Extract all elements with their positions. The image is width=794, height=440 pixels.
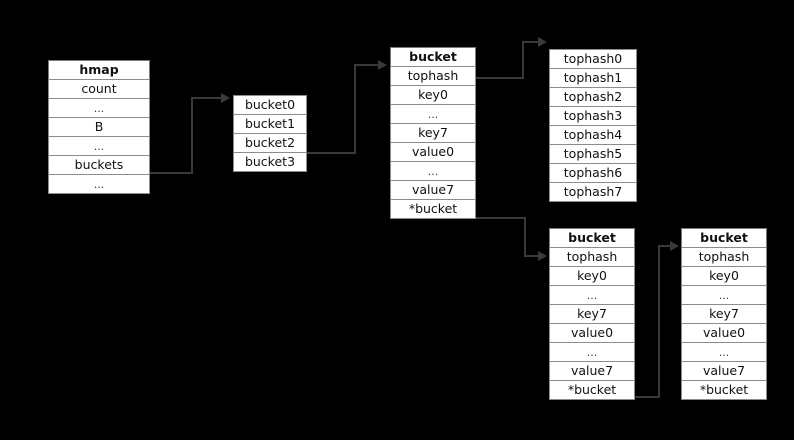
connector-tophash-horizontal-out <box>476 77 524 79</box>
hmap-header: hmap <box>48 60 150 80</box>
bucket-main-field-key7: key7 <box>390 123 476 143</box>
connector-overflow2-horizontal-out <box>635 396 660 398</box>
bucket-overflow-1-header: bucket <box>549 228 635 248</box>
bucket-overflow-1-field-value0: value0 <box>549 323 635 343</box>
hmap-field-ellipsis-3: ... <box>48 174 150 194</box>
connector-tophash-vertical <box>522 41 524 79</box>
bucket-array-item-2: bucket2 <box>233 133 307 153</box>
bucket-main-field-value-ellipsis: ... <box>390 161 476 181</box>
tophash-array: tophash0 tophash1 tophash2 tophash3 toph… <box>549 49 637 202</box>
bucket-overflow-1-field-value-ellipsis: ... <box>549 342 635 362</box>
connector-overflow1-vertical <box>524 217 526 257</box>
bucket-overflow-1-struct: bucket tophash key0 ... key7 value0 ... … <box>549 228 635 400</box>
bucket-main-field-value7: value7 <box>390 180 476 200</box>
tophash-item-4: tophash4 <box>549 125 637 145</box>
bucket-overflow-2-field-overflow-pointer: *bucket <box>681 380 767 400</box>
tophash-item-2: tophash2 <box>549 87 637 107</box>
connector-tophash-horizontal-in <box>522 41 539 43</box>
bucket-overflow-1-field-value7: value7 <box>549 361 635 381</box>
bucket-overflow-2-field-key-ellipsis: ... <box>681 285 767 305</box>
bucket-overflow-1-field-overflow-pointer: *bucket <box>549 380 635 400</box>
bucket-main-header: bucket <box>390 47 476 67</box>
bucket-main-field-value0: value0 <box>390 142 476 162</box>
connector-hmap-buckets-horizontal-in <box>191 97 222 99</box>
bucket-main-struct: bucket tophash key0 ... key7 value0 ... … <box>390 47 476 219</box>
bucket-array: bucket0 bucket1 bucket2 bucket3 <box>233 95 307 172</box>
hmap-field-ellipsis-1: ... <box>48 98 150 118</box>
bucket-array-item-0: bucket0 <box>233 95 307 115</box>
connector-bucket2-vertical <box>354 64 356 154</box>
tophash-item-0: tophash0 <box>549 49 637 69</box>
bucket-main-field-key-ellipsis: ... <box>390 104 476 124</box>
tophash-item-3: tophash3 <box>549 106 637 126</box>
tophash-item-7: tophash7 <box>549 182 637 202</box>
bucket-overflow-2-field-value7: value7 <box>681 361 767 381</box>
bucket-overflow-1-field-tophash: tophash <box>549 247 635 267</box>
connector-overflow1-horizontal-out <box>476 217 526 219</box>
connector-hmap-buckets-arrowhead <box>221 93 230 103</box>
hmap-field-b: B <box>48 117 150 137</box>
connector-overflow2-arrowhead <box>670 241 679 251</box>
bucket-overflow-1-field-key7: key7 <box>549 304 635 324</box>
connector-hmap-buckets-vertical <box>191 97 193 174</box>
connector-bucket2-horizontal-in <box>354 64 379 66</box>
tophash-item-6: tophash6 <box>549 163 637 183</box>
bucket-overflow-2-field-tophash: tophash <box>681 247 767 267</box>
connector-bucket2-horizontal-out <box>307 152 356 154</box>
connector-hmap-buckets-horizontal-out <box>150 172 193 174</box>
connector-overflow1-arrowhead <box>538 251 547 261</box>
bucket-overflow-2-field-value-ellipsis: ... <box>681 342 767 362</box>
hmap-field-ellipsis-2: ... <box>48 136 150 156</box>
bucket-overflow-1-field-key-ellipsis: ... <box>549 285 635 305</box>
bucket-overflow-2-field-value0: value0 <box>681 323 767 343</box>
connector-overflow2-vertical <box>658 245 660 398</box>
tophash-item-1: tophash1 <box>549 68 637 88</box>
connector-overflow2-horizontal-in <box>658 245 671 247</box>
connector-overflow1-horizontal-in <box>524 255 539 257</box>
bucket-array-item-3: bucket3 <box>233 152 307 172</box>
bucket-array-item-1: bucket1 <box>233 114 307 134</box>
bucket-overflow-2-struct: bucket tophash key0 ... key7 value0 ... … <box>681 228 767 400</box>
bucket-main-field-overflow-pointer: *bucket <box>390 199 476 219</box>
bucket-main-field-tophash: tophash <box>390 66 476 86</box>
tophash-item-5: tophash5 <box>549 144 637 164</box>
hmap-struct: hmap count ... B ... buckets ... <box>48 60 150 194</box>
bucket-overflow-1-field-key0: key0 <box>549 266 635 286</box>
bucket-overflow-2-header: bucket <box>681 228 767 248</box>
hmap-field-buckets: buckets <box>48 155 150 175</box>
bucket-overflow-2-field-key7: key7 <box>681 304 767 324</box>
hmap-field-count: count <box>48 79 150 99</box>
bucket-overflow-2-field-key0: key0 <box>681 266 767 286</box>
bucket-main-field-key0: key0 <box>390 85 476 105</box>
connector-bucket2-arrowhead <box>378 60 387 70</box>
connector-tophash-arrowhead <box>538 37 547 47</box>
